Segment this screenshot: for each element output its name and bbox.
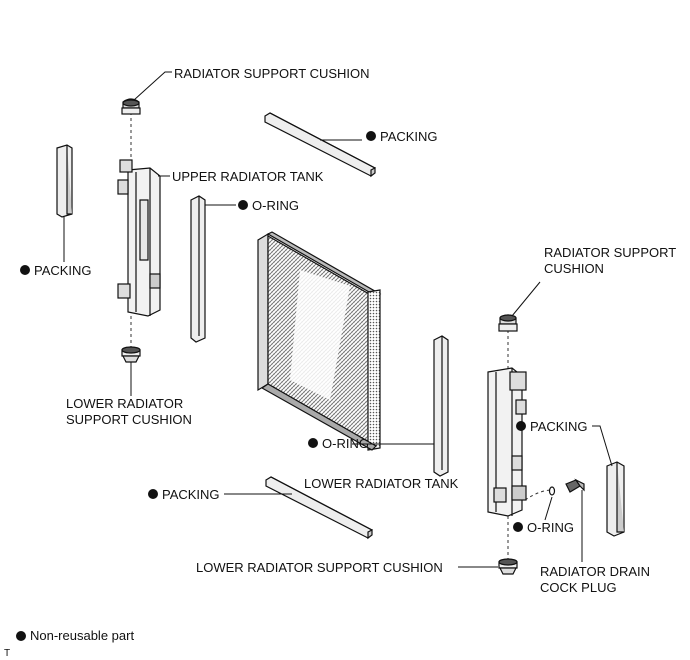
label-packing-bottom: PACKING	[162, 487, 220, 502]
label-lower-radiator-tank: LOWER RADIATOR TANK	[304, 476, 459, 491]
non-reusable-marker-packing-right	[516, 421, 526, 431]
label-lower-radiator-support-cushion-left-1: LOWER RADIATOR	[66, 396, 183, 411]
legend-non-reusable-part: Non-reusable part	[30, 628, 134, 643]
label-radiator-drain-cock-plug-2: COCK PLUG	[540, 580, 617, 595]
o-ring-upper	[190, 195, 206, 343]
packing-left	[56, 144, 73, 218]
radiator-core	[257, 231, 382, 451]
packing-bottom	[265, 476, 373, 540]
non-reusable-marker-packing-left	[20, 265, 30, 275]
leader-o-ring-small	[544, 496, 553, 521]
label-radiator-support-cushion-right-1: RADIATOR SUPPORT	[544, 245, 676, 260]
lower-radiator-support-cushion-left	[121, 346, 141, 363]
non-reusable-marker-packing-top	[366, 131, 376, 141]
label-radiator-drain-cock-plug-1: RADIATOR DRAIN	[540, 564, 650, 579]
lower-radiator-tank	[487, 367, 527, 517]
radiator-drain-cock-plug	[565, 478, 585, 493]
packing-right	[606, 461, 625, 537]
non-reusable-marker-legend	[16, 631, 26, 641]
label-lower-radiator-support-cushion-left-2: SUPPORT CUSHION	[66, 412, 192, 427]
label-o-ring-lower: O-RING	[322, 436, 369, 451]
alignment-line-drain	[524, 489, 553, 501]
leader-cushion-top	[133, 71, 172, 101]
radiator-support-cushion-right	[498, 314, 518, 332]
upper-radiator-tank	[117, 159, 161, 317]
lower-radiator-support-cushion-bottom	[498, 558, 518, 575]
label-o-ring-upper: O-RING	[252, 198, 299, 213]
corner-mark: T	[4, 648, 10, 659]
label-packing-left: PACKING	[34, 263, 92, 278]
o-ring-lower-vertical	[433, 335, 449, 477]
leader-packing-right	[592, 425, 613, 467]
label-radiator-support-cushion-right-2: CUSHION	[544, 261, 604, 276]
label-packing-right: PACKING	[530, 419, 588, 434]
radiator-support-cushion-top	[121, 98, 141, 115]
label-o-ring-small: O-RING	[527, 520, 574, 535]
o-ring-small	[548, 486, 556, 496]
non-reusable-marker-o-ring-lower	[308, 438, 318, 448]
label-radiator-support-cushion-top: RADIATOR SUPPORT CUSHION	[174, 66, 370, 81]
label-lower-radiator-support-cushion-bottom: LOWER RADIATOR SUPPORT CUSHION	[196, 560, 443, 575]
non-reusable-marker-o-ring-upper	[238, 200, 248, 210]
packing-top	[264, 112, 376, 178]
non-reusable-marker-o-ring-small	[513, 522, 523, 532]
label-packing-top: PACKING	[380, 129, 438, 144]
label-upper-radiator-tank: UPPER RADIATOR TANK	[172, 169, 324, 184]
leader-cushion-right	[511, 281, 541, 317]
non-reusable-marker-packing-bottom	[148, 489, 158, 499]
